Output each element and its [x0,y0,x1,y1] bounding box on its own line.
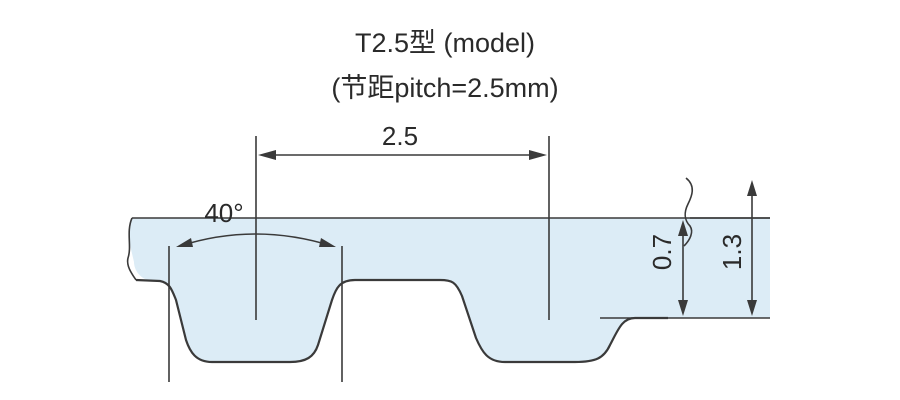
pitch-arrow-right [529,150,547,160]
belt-height-arrow-top [747,180,757,196]
diagram-title: T2.5型 (model) [355,28,535,58]
tooth-profile-outline [135,278,668,364]
belt-left-break [126,217,137,281]
pitch-arrow-left [258,150,276,160]
tooth-height-arrow-bottom [678,300,688,316]
belt-right-break [683,177,694,247]
tooth-height-arrow-top [678,220,688,236]
tooth-height-label: 0.7 [647,234,677,270]
angle-arc [179,233,333,247]
belt-body [129,218,770,362]
belt-height-arrow-bottom [747,300,757,316]
angle-arrow-left [176,238,193,247]
diagram-subtitle: (节距pitch=2.5mm) [331,73,558,103]
belt-height-label: 1.3 [717,234,747,270]
angle-arrow-right [319,238,336,247]
angle-label: 40° [204,198,243,228]
pitch-label: 2.5 [382,121,418,151]
